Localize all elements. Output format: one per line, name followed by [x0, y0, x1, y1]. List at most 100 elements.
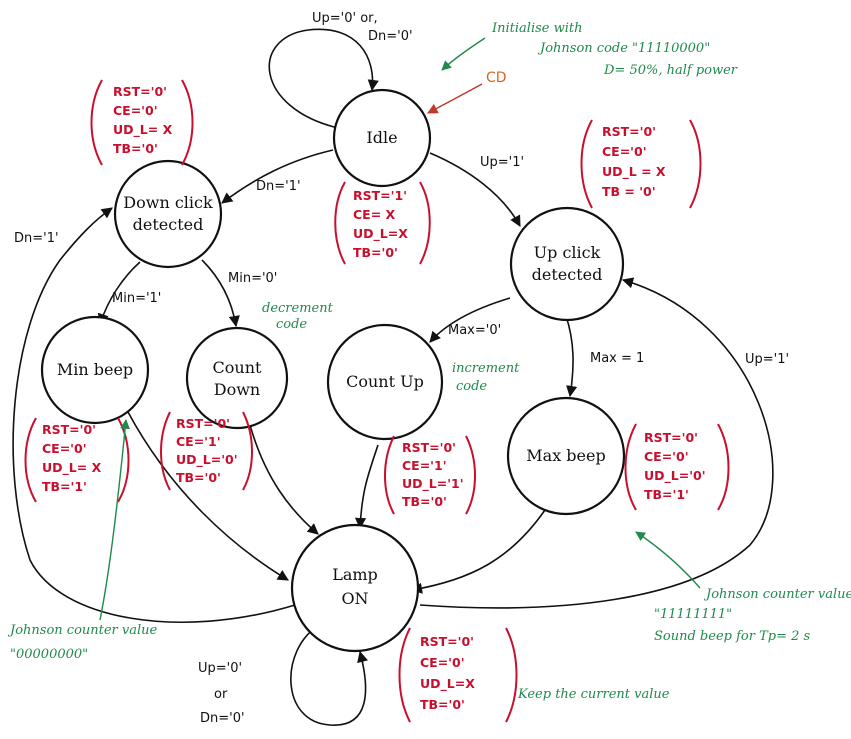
- note-increment-2: code: [456, 379, 487, 394]
- svg-text:"11111111": "11111111": [654, 607, 732, 622]
- transition-max-to-lamp: [410, 509, 546, 594]
- svg-text:TB='1': TB='1': [42, 479, 87, 494]
- state-up-click-label-2: detected: [532, 265, 603, 284]
- cond-up-to-max: Max = 1: [590, 351, 644, 366]
- note-decrement-2: code: [276, 317, 307, 332]
- svg-text:Count Up: Count Up: [346, 372, 424, 391]
- svg-text:RST='0': RST='0': [176, 416, 230, 431]
- out-lamp-ce: CE='0': [420, 655, 465, 670]
- note-cd: CD: [427, 70, 507, 114]
- svg-text:RST='0': RST='0': [113, 84, 167, 99]
- note-increment: increment code: [452, 361, 520, 394]
- note-cd-label: CD: [486, 70, 507, 86]
- svg-text:UD_L=X: UD_L=X: [420, 676, 475, 692]
- svg-text:detected: detected: [133, 215, 204, 234]
- out-down-tb: TB='0': [113, 141, 158, 156]
- out-min-tb: TB='1': [42, 479, 87, 494]
- transition-idle-to-up: [429, 152, 521, 227]
- cond-idle-to-up: Up='1': [480, 155, 524, 170]
- svg-text:Dn='1': Dn='1': [14, 231, 59, 246]
- state-count-up-label: Count Up: [346, 372, 424, 391]
- out-max-udl: UD_L='0': [644, 468, 706, 484]
- svg-text:Max = 1: Max = 1: [590, 351, 644, 366]
- note-decrement: decrement code: [262, 301, 334, 332]
- svg-text:UD_L='0': UD_L='0': [644, 468, 706, 484]
- cond-lamp-self-1: Up='0': [198, 661, 242, 676]
- svg-text:Up='0': Up='0': [198, 661, 242, 676]
- transition-countup-to-lamp: [354, 444, 379, 530]
- svg-text:Dn='1': Dn='1': [256, 179, 301, 194]
- svg-text:UD_L= X: UD_L= X: [42, 460, 102, 476]
- state-idle: Idle: [332, 88, 432, 188]
- state-count-up: Count Up: [326, 323, 444, 441]
- state-max-beep-label: Max beep: [526, 446, 605, 465]
- cond-down-to-count: Min='0': [228, 271, 277, 286]
- svg-text:TB='0': TB='0': [420, 697, 465, 712]
- svg-text:D= 50%, half power: D= 50%, half power: [603, 63, 738, 78]
- out-down-ce: CE='0': [113, 103, 158, 118]
- note-johnson-max-1: Johnson counter value: [703, 587, 851, 602]
- svg-text:RST='0': RST='0': [42, 422, 96, 437]
- transition-idle-self: [268, 28, 379, 129]
- svg-text:Dn='0': Dn='0': [200, 711, 245, 726]
- note-init: Initialise with Johnson code "11110000" …: [441, 21, 738, 78]
- svg-text:CE='1': CE='1': [176, 434, 221, 449]
- outputs-up-click: RST='0' CE='0' UD_L = X TB = '0': [580, 119, 702, 209]
- note-johnson-max-3: Sound beep for Tp= 2 s: [654, 629, 811, 644]
- out-up-udl: UD_L = X: [602, 164, 666, 180]
- svg-text:Max beep: Max beep: [526, 446, 605, 465]
- svg-text:"00000000": "00000000": [10, 647, 88, 662]
- svg-text:Max='0': Max='0': [448, 323, 501, 338]
- svg-text:CE= X: CE= X: [353, 207, 396, 222]
- svg-text:RST='0': RST='0': [602, 124, 656, 139]
- transition-countdown-to-lamp: [249, 424, 319, 535]
- state-min-beep-label: Min beep: [57, 360, 133, 379]
- out-cu-ce: CE='1': [402, 458, 447, 473]
- note-init-1: Initialise with: [491, 21, 583, 36]
- transition-lamp-self: [290, 625, 368, 726]
- svg-text:Sound beep for Tp= 2 s: Sound beep for Tp= 2 s: [654, 629, 811, 644]
- cond-down-to-min: Min='1': [112, 291, 161, 306]
- svg-text:Up='1': Up='1': [745, 352, 789, 367]
- note-decrement-1: decrement: [262, 301, 334, 316]
- transition-down-to-count: [201, 259, 240, 328]
- state-up-click-detected: Up click detected: [509, 206, 625, 322]
- svg-text:Dn='0': Dn='0': [368, 29, 413, 44]
- outputs-idle: RST='1' CE= X UD_L=X TB='0': [334, 181, 431, 265]
- state-up-click-label-1: Up click: [534, 243, 601, 262]
- outputs-max-beep: RST='0' CE='0' UD_L='0' TB='1': [624, 423, 730, 511]
- cond-idle-self-2: Dn='0': [368, 29, 413, 44]
- transitions: [12, 28, 774, 726]
- outputs-down-click: RST='0' CE='0' UD_L= X TB='0': [90, 79, 194, 166]
- svg-text:code: code: [456, 379, 487, 394]
- svg-text:TB='0': TB='0': [402, 494, 447, 509]
- svg-text:UD_L='1': UD_L='1': [402, 476, 464, 492]
- svg-text:CE='0': CE='0': [42, 441, 87, 456]
- svg-text:CE='0': CE='0': [602, 144, 647, 159]
- out-lamp-rst: RST='0': [420, 634, 474, 649]
- state-count-down: Count Down: [185, 326, 289, 430]
- state-min-beep: Min beep: [40, 315, 150, 425]
- svg-text:Down click: Down click: [123, 193, 213, 212]
- transition-up-to-count: [429, 297, 511, 343]
- svg-text:UD_L=X: UD_L=X: [353, 226, 408, 242]
- cond-lamp-to-down: Dn='1': [14, 231, 59, 246]
- out-cu-rst: RST='0': [402, 440, 456, 455]
- out-idle-ce: CE= X: [353, 207, 396, 222]
- state-count-down-label-1: Count: [213, 358, 262, 377]
- svg-text:Keep the current value: Keep the current value: [517, 687, 670, 702]
- svg-text:TB='1': TB='1': [644, 487, 689, 502]
- state-count-down-label-2: Down: [214, 380, 260, 399]
- svg-text:UD_L= X: UD_L= X: [113, 122, 173, 138]
- out-idle-tb: TB='0': [353, 245, 398, 260]
- svg-text:Min beep: Min beep: [57, 360, 133, 379]
- note-johnson-max-2: "11111111": [654, 607, 732, 622]
- svg-text:Johnson counter value: Johnson counter value: [703, 587, 851, 602]
- svg-text:RST='1': RST='1': [353, 188, 407, 203]
- transition-lamp-to-up: [419, 277, 774, 609]
- svg-text:or: or: [214, 687, 228, 702]
- svg-text:Count: Count: [213, 358, 262, 377]
- note-keep-label: Keep the current value: [517, 687, 670, 702]
- out-down-rst: RST='0': [113, 84, 167, 99]
